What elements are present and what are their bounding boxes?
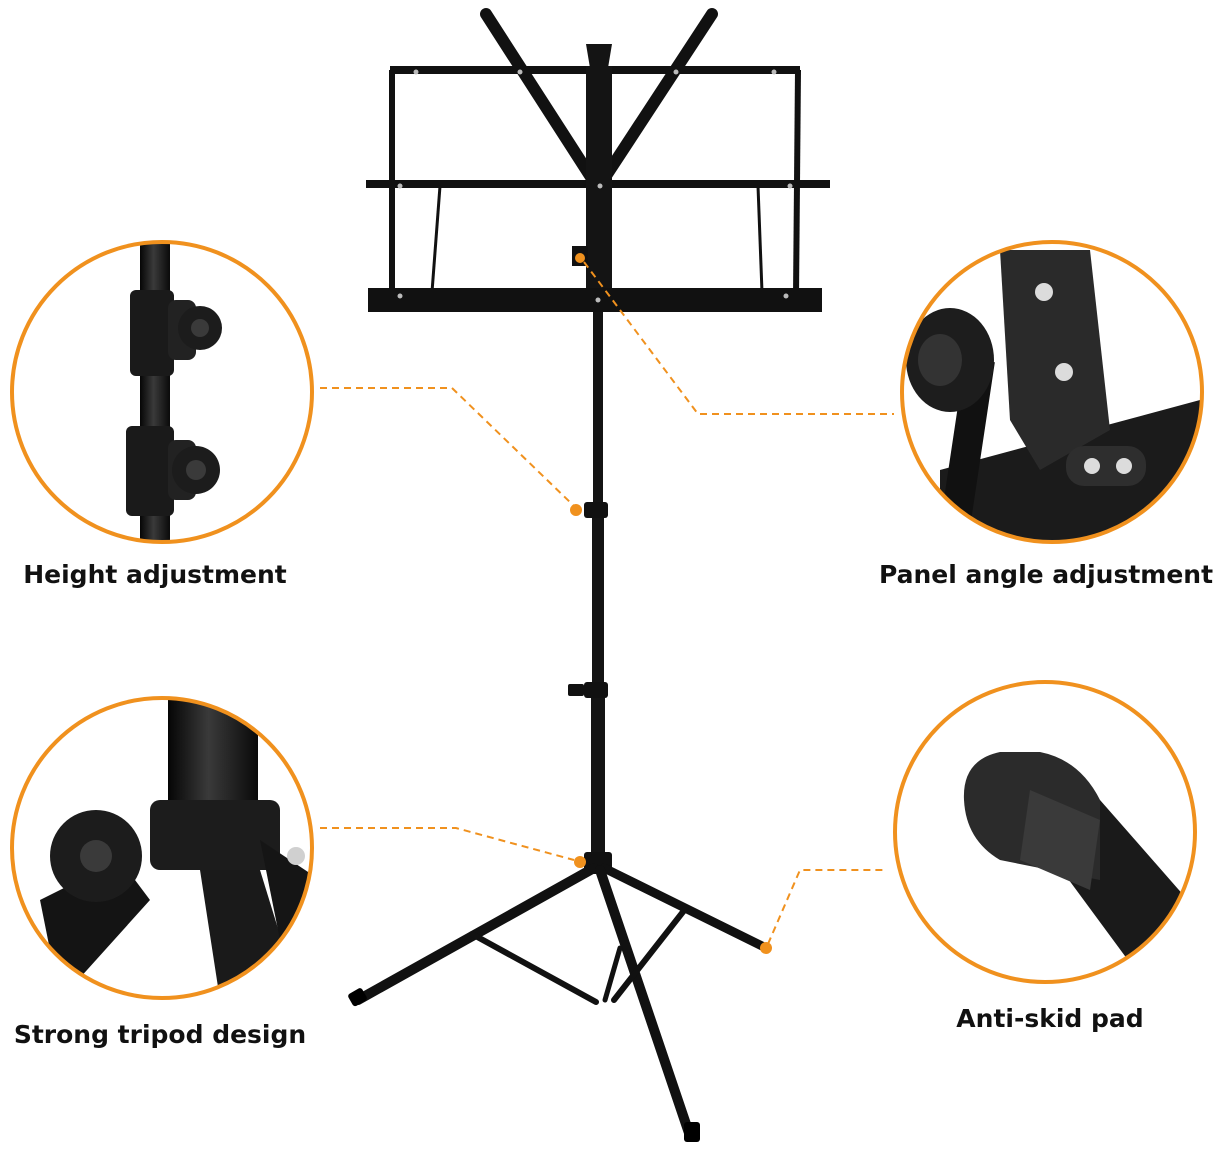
music-stand: [348, 8, 830, 1142]
knob-lower: [168, 440, 220, 500]
desk-clip: [586, 44, 612, 68]
tripod-legs: [353, 863, 767, 1141]
leader-tripod: [320, 827, 575, 861]
tripod-hub-marker: [574, 856, 586, 868]
angle-knob: [906, 308, 994, 412]
tripod-knob: [50, 810, 142, 902]
height-adjustment-caption: Height adjustment: [23, 560, 287, 589]
stand-pole-middle: [592, 510, 604, 688]
anti-skid-caption: Anti-skid pad: [956, 1004, 1144, 1033]
anti-skid-closeup: [893, 680, 1197, 984]
knob-upper: [168, 300, 222, 360]
height-knob-marker: [570, 504, 582, 516]
stand-pole-lower: [591, 686, 605, 862]
leader-height: [320, 387, 575, 507]
panel-angle-closeup: [900, 240, 1204, 544]
leader-lines: [320, 261, 894, 945]
leader-skid: [767, 869, 886, 945]
panel-knob-marker: [575, 253, 585, 263]
height-adjustment-closeup: [10, 240, 314, 544]
desk-center-column: [586, 66, 612, 298]
tripod-closeup: [10, 696, 314, 1000]
stand-pole-upper: [593, 312, 603, 512]
rivets: [397, 69, 793, 303]
leader-panel: [583, 261, 894, 415]
stand-top-arms: [480, 8, 718, 194]
foot-pad-marker: [760, 942, 772, 954]
tripod-design-caption: Strong tripod design: [13, 1020, 307, 1049]
desk-ledge: [368, 288, 822, 312]
panel-angle-caption: Panel angle adjustment: [878, 560, 1214, 589]
